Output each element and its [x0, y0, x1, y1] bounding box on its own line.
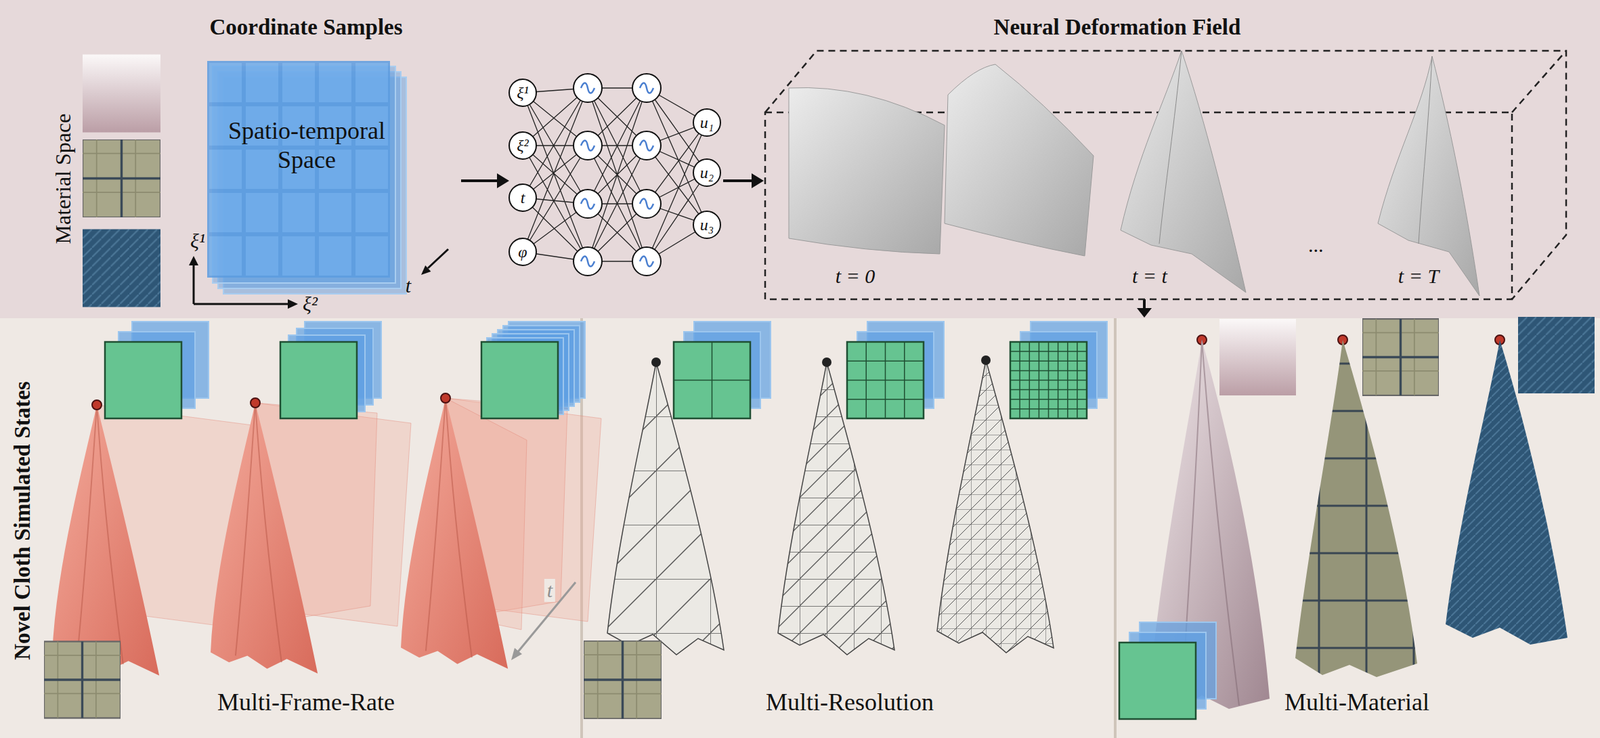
section-heading: Coordinate Samples — [209, 14, 403, 40]
material-swatches — [82, 54, 161, 308]
cube-slices — [207, 60, 407, 294]
output-neuron: u₃ — [692, 210, 722, 240]
input-neuron: t — [508, 183, 537, 212]
frame-rate-ghosts — [83, 398, 602, 630]
time-label: t = t — [1129, 264, 1171, 288]
results-band: Novel Cloth Simulated StatesMulti-Frame-… — [0, 318, 1600, 738]
material-swatch — [44, 641, 121, 719]
axes — [188, 249, 449, 309]
input-neuron: φ — [508, 237, 537, 267]
spatio-temporal-cube: Spatio-temporal Space — [207, 60, 407, 296]
frame-rate-cubes — [104, 321, 586, 419]
axis-label: ξ¹ — [190, 229, 206, 253]
time-arrow — [511, 582, 576, 661]
section-heading: Neural Deformation Field — [993, 14, 1242, 40]
results-panel: Multi-Material — [1115, 318, 1600, 738]
neuron-label: u₁ — [700, 114, 714, 131]
input-neuron: ξ² — [508, 131, 537, 160]
time-label: t = 0 — [832, 264, 879, 288]
bottom-band — [0, 318, 1600, 738]
neuron-label: ξ¹ — [516, 84, 529, 101]
panel-caption: Multi-Material — [1284, 687, 1430, 717]
results-panel: Multi-Resolution — [581, 318, 1116, 738]
material-swatches — [1219, 316, 1595, 396]
resolution-meshes — [601, 360, 1061, 661]
field-box — [765, 50, 1567, 300]
results-panel: Multi-Frame-Rate — [37, 318, 582, 738]
panel-separator — [581, 318, 1116, 738]
output-neuron: u₁ — [692, 108, 722, 137]
time-label: t — [544, 578, 556, 602]
material-swatch — [583, 641, 662, 720]
band-label: Novel Cloth Simulated States — [10, 381, 36, 661]
axis-label: t — [405, 274, 412, 298]
neuron-label: φ — [517, 243, 527, 261]
neuron-label: ξ² — [516, 137, 529, 154]
network-connections — [522, 88, 707, 262]
top-band — [0, 0, 1600, 319]
output-neuron: u₂ — [692, 158, 722, 187]
field-cloths — [788, 50, 1480, 296]
panel-caption: Multi-Frame-Rate — [217, 687, 395, 717]
resolution-cubes — [673, 321, 1108, 419]
material-cube — [1119, 622, 1217, 720]
input-neuron: ξ¹ — [508, 78, 537, 107]
frame-rate-cloths — [52, 398, 508, 676]
neuron-label: t — [520, 189, 526, 206]
time-label: t = T — [1395, 264, 1442, 288]
ellipsis: ... — [1306, 233, 1328, 257]
deformation-field-box: Neural Deformation Fieldt = 0t = t...t =… — [765, 112, 1512, 300]
neuron-label: u₂ — [700, 164, 714, 181]
cube-label: Spatio-temporal Space — [211, 116, 402, 175]
axis-title: Material Space — [50, 113, 76, 245]
axis-label: ξ² — [302, 292, 318, 316]
hidden-neurons — [573, 73, 661, 276]
neuron-label: u₃ — [700, 216, 714, 233]
panel-caption: Multi-Resolution — [765, 687, 934, 717]
